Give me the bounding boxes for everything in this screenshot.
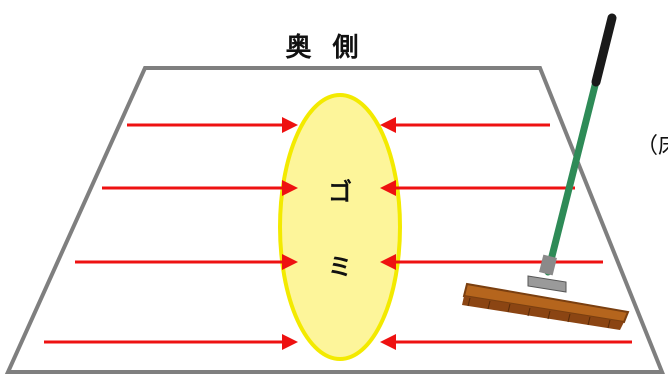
dust-pile bbox=[278, 93, 402, 361]
arrow-left-icon bbox=[380, 334, 632, 350]
arrow-left-icon bbox=[380, 117, 550, 133]
arrow-left-icon bbox=[380, 254, 603, 270]
floor-side-label: （床 bbox=[636, 134, 668, 159]
arrows bbox=[44, 117, 632, 350]
dust-label-go: ゴ bbox=[328, 178, 352, 206]
arrow-right-icon bbox=[102, 180, 298, 196]
broom-icon bbox=[462, 13, 630, 330]
arrow-right-icon bbox=[44, 334, 298, 350]
back-side-label: 奥 側 bbox=[285, 32, 364, 63]
arrow-right-icon bbox=[127, 117, 298, 133]
arrow-right-icon bbox=[75, 254, 298, 270]
dust-label-mi: ミ bbox=[328, 253, 352, 281]
arrow-left-icon bbox=[380, 180, 575, 196]
